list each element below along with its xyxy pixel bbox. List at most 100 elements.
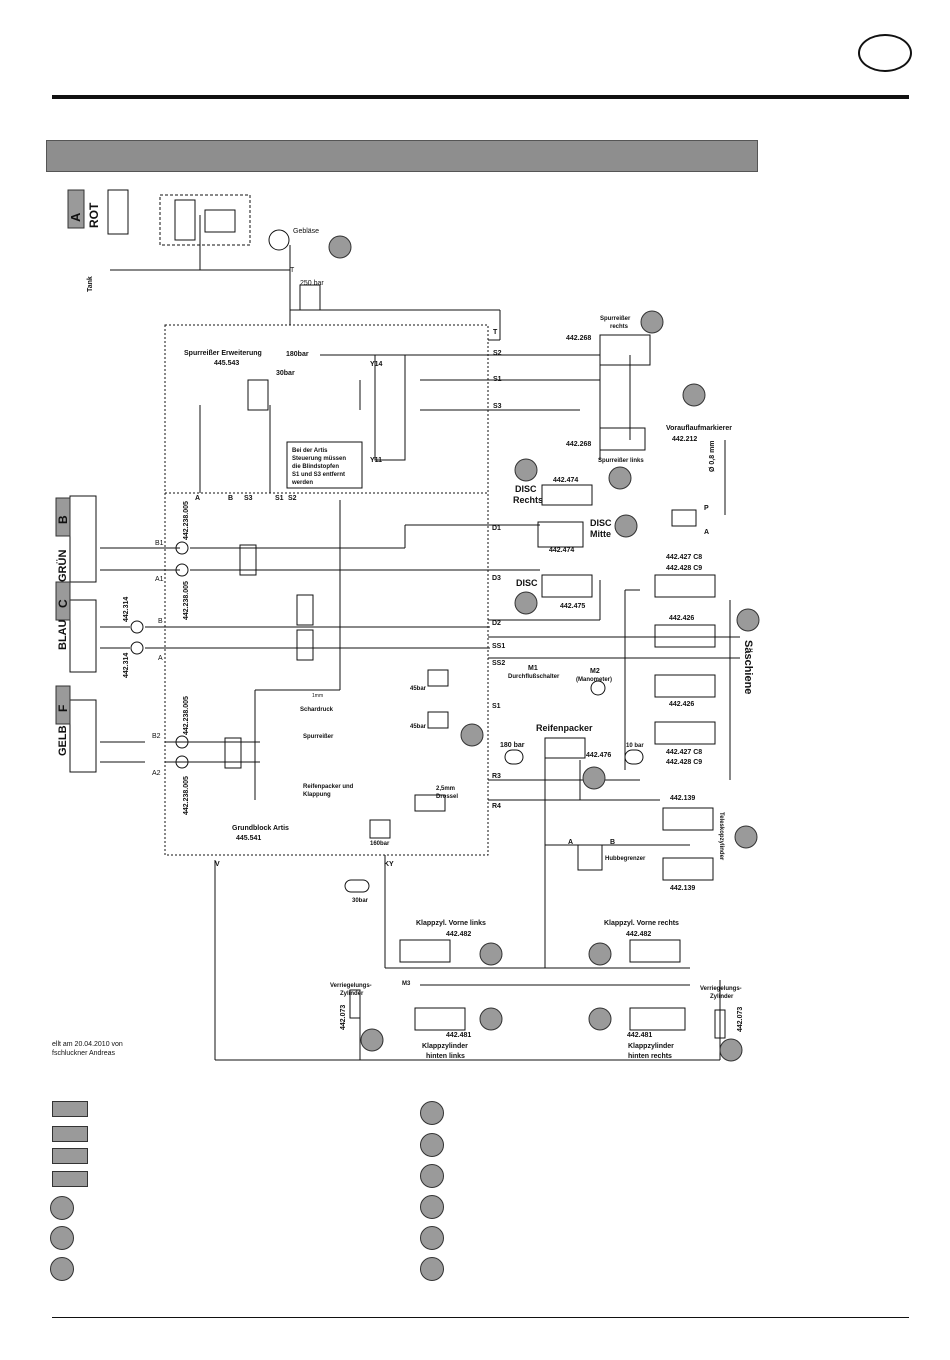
port-s1: S1 (493, 376, 502, 383)
label-30bar-b: 30bar (352, 898, 369, 904)
num-238-d: 442.238.005 (183, 776, 190, 815)
num-428-b: 442.428 C9 (666, 759, 702, 766)
solenoid-y14-y11 (374, 354, 406, 461)
legend-circle-3 (50, 1257, 74, 1281)
footer-rule (52, 1317, 909, 1318)
label-180bar: 180bar (286, 351, 309, 358)
port-s1-lower: S1 (492, 703, 501, 710)
label-durchfluss: Durchflußschalter (508, 674, 560, 680)
num-426-b: 442.426 (669, 701, 694, 708)
verr-r-1: Verriegelungs- (700, 986, 742, 992)
num-139-a: 442.139 (670, 795, 695, 802)
label-tank: Tank (87, 276, 94, 292)
language-badge (858, 34, 912, 72)
valve-rot (107, 189, 129, 235)
label-b-blau: B (158, 618, 163, 625)
num-428-a: 442.428 C9 (666, 565, 702, 572)
drossel-1: 2,5mm (436, 786, 455, 792)
valve-c-blau (69, 599, 97, 673)
port-ky: KY (384, 861, 394, 868)
num-268-b: 442.268 (566, 441, 591, 448)
label-45bar-a: 45bar (410, 686, 427, 692)
num-481-a: 442.481 (446, 1032, 471, 1039)
label-blau: BLAU (57, 619, 69, 650)
legend-key-2 (52, 1126, 88, 1142)
port-ss1: SS1 (492, 643, 505, 650)
port-r4: R4 (492, 803, 501, 810)
label-y11: Y11 (370, 457, 382, 464)
label-manometer: (Manometer) (576, 677, 612, 683)
legend-key-1 (52, 1101, 88, 1117)
author-note-line-2: fschluckner Andreas (52, 1050, 116, 1057)
label-vorauf: Vorauflaufmarkierer (666, 425, 732, 432)
label-grundblock: Grundblock Artis (232, 825, 289, 832)
artis-note-5: werden (291, 480, 313, 486)
klapp-vl: Klappzyl. Vorne links (416, 920, 486, 927)
label-hubbegrenzer: Hubbegrenzer (605, 856, 646, 862)
spurr-rechts-1: Spurreißer (600, 316, 631, 322)
pump-valve-block (159, 194, 251, 246)
section-title-bar (46, 140, 758, 172)
port-v: V (215, 861, 220, 868)
label-b1: B1 (155, 540, 164, 547)
verr-l-2: Zylinder (340, 991, 364, 997)
port-r3: R3 (492, 773, 501, 780)
valve-f-gelb (69, 699, 97, 773)
label-250bar: 250 bar (300, 280, 324, 287)
valve-b-gruen (69, 495, 97, 583)
port-d2: D2 (492, 620, 501, 627)
spurr-links: Spurreißer links (598, 458, 644, 464)
label-a2: A2 (152, 770, 161, 777)
num-139-b: 442.139 (670, 885, 695, 892)
num-481-b: 442.481 (627, 1032, 652, 1039)
label-a1: A1 (155, 576, 164, 583)
verr-r-2: Zylinder (710, 994, 734, 1000)
label-reifenpacker: Reifenpacker (536, 723, 593, 733)
num-238-a: 442.238.005 (183, 501, 190, 540)
port-d3: D3 (492, 575, 501, 582)
klapp-hl-1: Klappzylinder (422, 1043, 468, 1050)
label-saeschiene: Säschiene (742, 640, 754, 694)
klapp-hr-1: Klappzylinder (628, 1043, 674, 1050)
spur-erw-num: 445.543 (214, 360, 239, 367)
pump-symbol (268, 229, 290, 251)
cyl-reifenpacker (544, 737, 586, 759)
letter-f: F (56, 705, 70, 712)
num-427-b: 442.427 C8 (666, 749, 702, 756)
label-s2-top: S2 (288, 495, 297, 502)
num-238-b: 442.238.005 (183, 581, 190, 620)
num-314-a: 442.314 (123, 597, 130, 622)
verr-l-1: Verriegelungs- (330, 983, 372, 989)
num-474-a: 442.474 (553, 477, 578, 484)
legend-circle-4 (420, 1101, 444, 1125)
artis-note-box (286, 441, 363, 489)
num-426-a: 442.426 (669, 615, 694, 622)
label-30bar: 30bar (276, 370, 295, 377)
author-note: ellt am 20.04.2010 von fschluckner Andre… (52, 1040, 123, 1058)
disc-mitte-1: DISC (590, 518, 612, 528)
disc-links: DISC (516, 578, 538, 588)
label-rot: ROT (87, 202, 101, 228)
letter-b: B (56, 515, 70, 524)
label-10bar: 10 bar (626, 743, 644, 749)
num-238-c: 442.238.005 (183, 696, 190, 735)
hub-b: B (610, 839, 615, 846)
label-teleskop: Teleskopzylinder (718, 812, 724, 861)
cyl-teleskop-1 (662, 807, 714, 831)
klapp-vr: Klappzyl. Vorne rechts (604, 920, 679, 927)
legend-key-4 (52, 1171, 88, 1187)
reifen-klapp-2: Klappung (303, 792, 331, 798)
klapp-hr-2: hinten rechts (628, 1053, 672, 1060)
port-ss2: SS2 (492, 660, 505, 667)
spur-erw-title: Spurreißer Erweiterung (184, 350, 262, 357)
disc-mitte-2: Mitte (590, 529, 611, 539)
label-a-top: A (195, 495, 200, 502)
label-m2: M2 (590, 668, 600, 675)
label-s1-top: S1 (275, 495, 284, 502)
label-geblaese: Gebläse (293, 228, 319, 235)
letter-c: C (56, 599, 70, 608)
verr-cyl-left (349, 989, 361, 1019)
legend-circle-8 (420, 1226, 444, 1250)
artis-note-3: die Blindstopfen (292, 464, 339, 470)
grundblock-outline (164, 324, 489, 856)
